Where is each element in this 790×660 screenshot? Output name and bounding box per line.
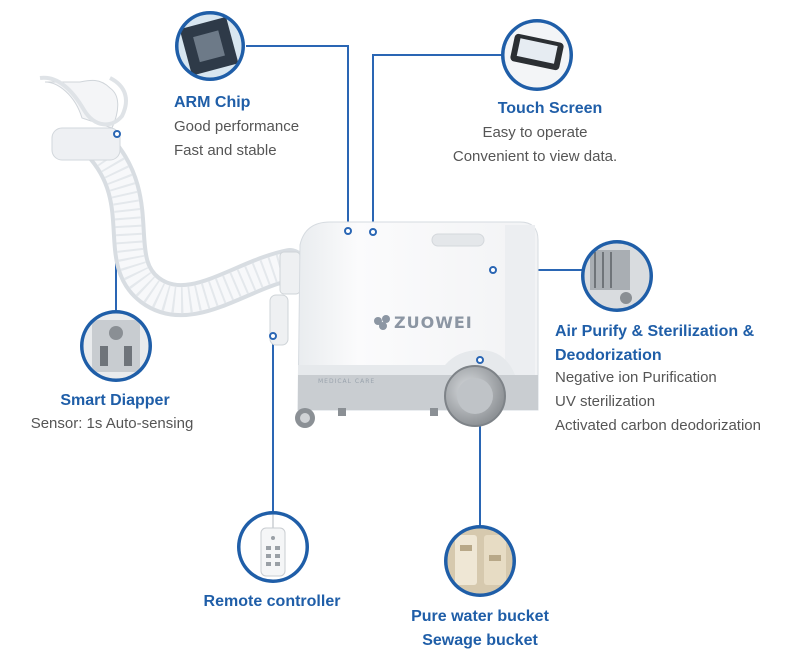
main-device: ZUOWEI MEDICAL CARE <box>269 221 539 428</box>
touch-screen-icon <box>501 19 573 91</box>
air-filter-icon <box>581 240 653 312</box>
arm-chip-desc-1: Good performance <box>174 118 300 135</box>
arm-chip-title: ARM Chip <box>174 94 251 111</box>
air-purify-title-2: Deodorization <box>555 347 662 364</box>
touch-screen-title: Touch Screen <box>497 100 603 117</box>
chip-icon <box>175 11 245 81</box>
bucket-icon <box>444 525 516 597</box>
brand-logo-icon <box>374 315 390 330</box>
air-purify-desc-1: Negative ion Purification <box>555 369 717 386</box>
touch-screen-desc-1: Easy to operate <box>482 124 588 141</box>
hose <box>81 128 307 318</box>
remote-icon <box>237 511 309 583</box>
air-purify-title-1: Air Purify & Sterilization & <box>555 323 755 340</box>
bucket-title-2: Sewage bucket <box>422 632 538 649</box>
air-purify-desc-2: UV sterilization <box>555 393 656 410</box>
smart-diaper-desc: Sensor: 1s Auto-sensing <box>30 415 194 432</box>
arm-chip-desc-2: Fast and stable <box>174 142 277 159</box>
connector-lines <box>115 45 583 527</box>
smart-diaper-title: Smart Diapper <box>60 392 170 409</box>
brand-sub-text: MEDICAL CARE <box>318 378 375 385</box>
touch-screen-desc-2: Convenient to view data. <box>452 148 618 165</box>
connector-touch-screen <box>372 54 503 230</box>
anchor-dots <box>269 227 497 364</box>
connector-arm-chip <box>246 45 349 229</box>
brand-logo-text: ZUOWEI <box>394 313 473 332</box>
diaper-head <box>39 75 128 161</box>
diaper-sensor-icon <box>80 310 152 382</box>
bucket-title-1: Pure water bucket <box>411 608 549 625</box>
remote-title: Remote controller <box>203 593 341 610</box>
air-purify-desc-3: Activated carbon deodorization <box>555 417 761 434</box>
